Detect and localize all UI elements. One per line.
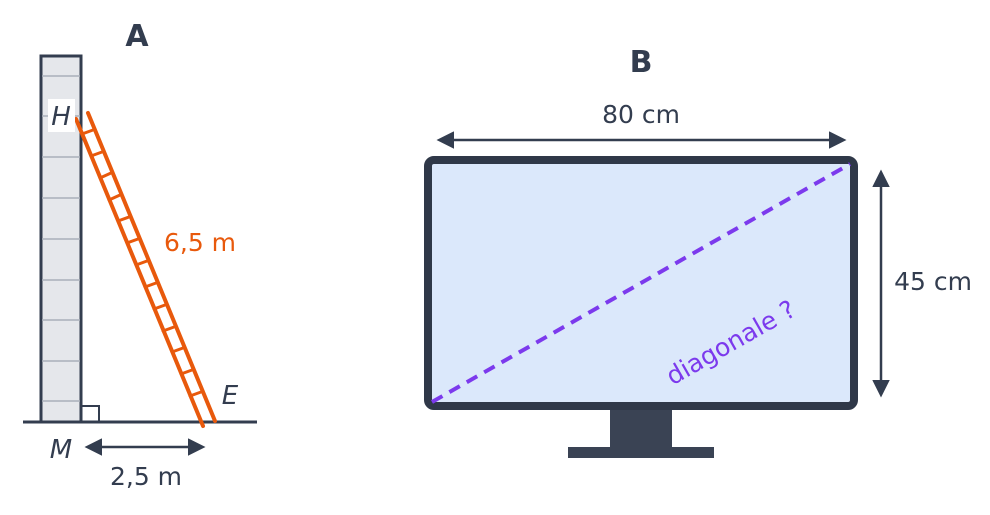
figure-b: B 80 cm diagonale ? 45 cm (424, 45, 972, 458)
figure-b-title: B (630, 45, 653, 80)
monitor-stand (568, 406, 714, 458)
ladder-length-label: 6,5 m (164, 228, 236, 257)
ground-distance-label: 2,5 m (110, 462, 182, 491)
point-m-label: M (50, 435, 72, 465)
point-e-label: E (222, 381, 239, 411)
height-label: 45 cm (894, 267, 972, 296)
right-angle-marker (81, 405, 100, 422)
figure-a: A (23, 19, 257, 491)
figure-a-title: A (125, 19, 149, 54)
ladder (74, 111, 217, 428)
diagonal-line (431, 162, 851, 404)
point-h-background (48, 99, 75, 132)
width-label: 80 cm (602, 100, 680, 129)
point-h-label: H (51, 102, 71, 132)
